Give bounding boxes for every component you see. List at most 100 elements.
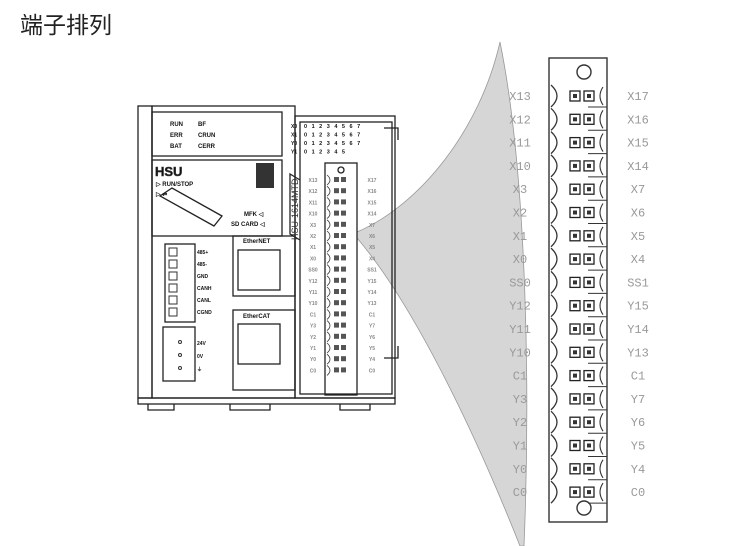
terminal-screw-center: [587, 187, 591, 192]
terminal-label-left: SS0: [509, 276, 531, 290]
ethercat-label: EtherCAT: [243, 314, 271, 320]
small-terminal-screw: [334, 277, 339, 283]
terminal-screw-center: [587, 117, 591, 122]
small-terminal-screw: [341, 322, 346, 328]
small-terminal-label-right: SS1: [367, 268, 377, 274]
small-terminal-label-right: Y6: [369, 335, 375, 341]
terminal-screw-center: [573, 210, 577, 215]
led-label: RUN: [170, 122, 183, 128]
terminal-clip: [550, 294, 558, 318]
comm-terminal-label: GND: [197, 274, 209, 280]
terminal-clip: [550, 457, 558, 481]
terminal-screw-center: [573, 350, 577, 355]
comm-terminal-label: 485+: [197, 250, 208, 256]
small-terminal-label-right: Y7: [369, 324, 375, 330]
small-terminal-clip: [326, 197, 331, 208]
terminal-label-left: X0: [513, 253, 527, 267]
terminal-lever: [599, 203, 604, 222]
small-terminal-screw: [334, 356, 339, 362]
small-terminal-label-left: C1: [310, 312, 317, 318]
terminal-screw-center: [573, 257, 577, 262]
small-terminal-label-right: C1: [369, 312, 376, 318]
small-terminal-screw: [334, 367, 339, 373]
terminal-label-right: Y7: [631, 393, 645, 407]
small-terminal-screw: [341, 255, 346, 261]
small-terminal-clip: [326, 253, 331, 264]
terminal-screw-center: [587, 420, 591, 425]
terminal-screw-center: [587, 327, 591, 331]
small-terminal-label-left: Y1: [310, 346, 316, 352]
small-terminal-clip: [326, 365, 331, 376]
terminal-lever: [599, 109, 604, 129]
small-terminal-screw: [334, 255, 339, 261]
small-terminal-screw: [334, 221, 339, 227]
small-terminal-label-right: X7: [369, 223, 375, 229]
small-terminal-screw: [341, 210, 346, 216]
terminal-label-right: X17: [627, 90, 649, 104]
io-status-row-label: X1: [291, 133, 297, 139]
small-terminal-label-right: Y5: [369, 346, 375, 352]
comm-terminal: [168, 295, 178, 305]
comm-terminal: [168, 283, 178, 293]
terminal-label-right: Y14: [627, 323, 649, 337]
terminal-label-right: SS1: [627, 276, 649, 290]
usb-label: ▷ ⇌: [155, 190, 167, 198]
ethernet-label: EtherNET: [243, 239, 271, 245]
terminal-lever: [599, 412, 604, 432]
small-terminal-screw: [341, 311, 346, 317]
small-terminal-screw: [334, 177, 339, 182]
terminal-label-left: Y2: [513, 416, 527, 430]
terminal-label-left: C1: [513, 370, 527, 384]
terminal-screw-center: [573, 117, 577, 122]
terminal-screw-center: [587, 210, 591, 215]
terminal-screw-center: [573, 233, 577, 238]
io-status-digits: 0 1 2 3 4 5 6 7: [304, 133, 362, 139]
small-terminal-label-right: X16: [368, 189, 377, 195]
terminal-label-right: X15: [627, 137, 649, 151]
terminal-clip: [550, 410, 558, 434]
terminal-lever: [599, 389, 604, 409]
terminal-label-right: Y15: [627, 300, 649, 314]
small-terminal-label-left: X1: [310, 245, 316, 251]
terminal-lever: [599, 133, 604, 152]
comm-terminal: [168, 259, 178, 269]
terminal-label-right: Y13: [627, 346, 649, 360]
terminal-screw-center: [573, 140, 577, 145]
small-terminal-screw: [341, 289, 346, 294]
terminal-screw-center: [587, 373, 591, 378]
terminal-label-left: X3: [513, 183, 527, 197]
terminal-screw-center: [573, 327, 577, 331]
terminal-lever: [599, 226, 604, 246]
terminal-screw-center: [587, 490, 591, 495]
io-status-digits: 0 1 2 3 4 5 6 7: [304, 124, 362, 130]
terminal-lever: [599, 86, 604, 106]
terminal-screw-center: [573, 280, 577, 285]
led-label: BF: [198, 122, 206, 128]
terminal-label-right: Y4: [631, 463, 645, 477]
terminal-clip: [550, 340, 558, 364]
terminal-label-left: Y10: [509, 346, 531, 360]
power-terminal-label: 0V: [197, 354, 204, 360]
small-terminal-label-right: X17: [368, 178, 377, 184]
small-terminal-label-left: X10: [309, 212, 318, 218]
terminal-screw-center: [573, 420, 577, 425]
power-terminal: [178, 340, 182, 344]
small-terminal-label-right: X6: [369, 234, 375, 240]
terminal-screw-center: [573, 443, 577, 448]
terminal-clip: [550, 201, 558, 224]
terminal-clip: [550, 364, 558, 388]
led-label: ERR: [170, 133, 183, 139]
small-terminal-screw: [341, 277, 346, 283]
small-terminal-clip: [326, 230, 331, 242]
terminal-clip: [550, 107, 558, 131]
small-terminal-label-left: X13: [309, 178, 318, 184]
terminal-lever: [599, 482, 604, 502]
small-terminal-label-left: Y2: [310, 335, 316, 341]
small-terminal-screw: [334, 266, 339, 272]
terminal-screw-center: [573, 187, 577, 192]
terminal-clip: [550, 247, 558, 271]
small-terminal-screw: [341, 199, 346, 205]
small-terminal-screw: [334, 300, 339, 306]
terminal-label-right: X16: [627, 113, 649, 127]
